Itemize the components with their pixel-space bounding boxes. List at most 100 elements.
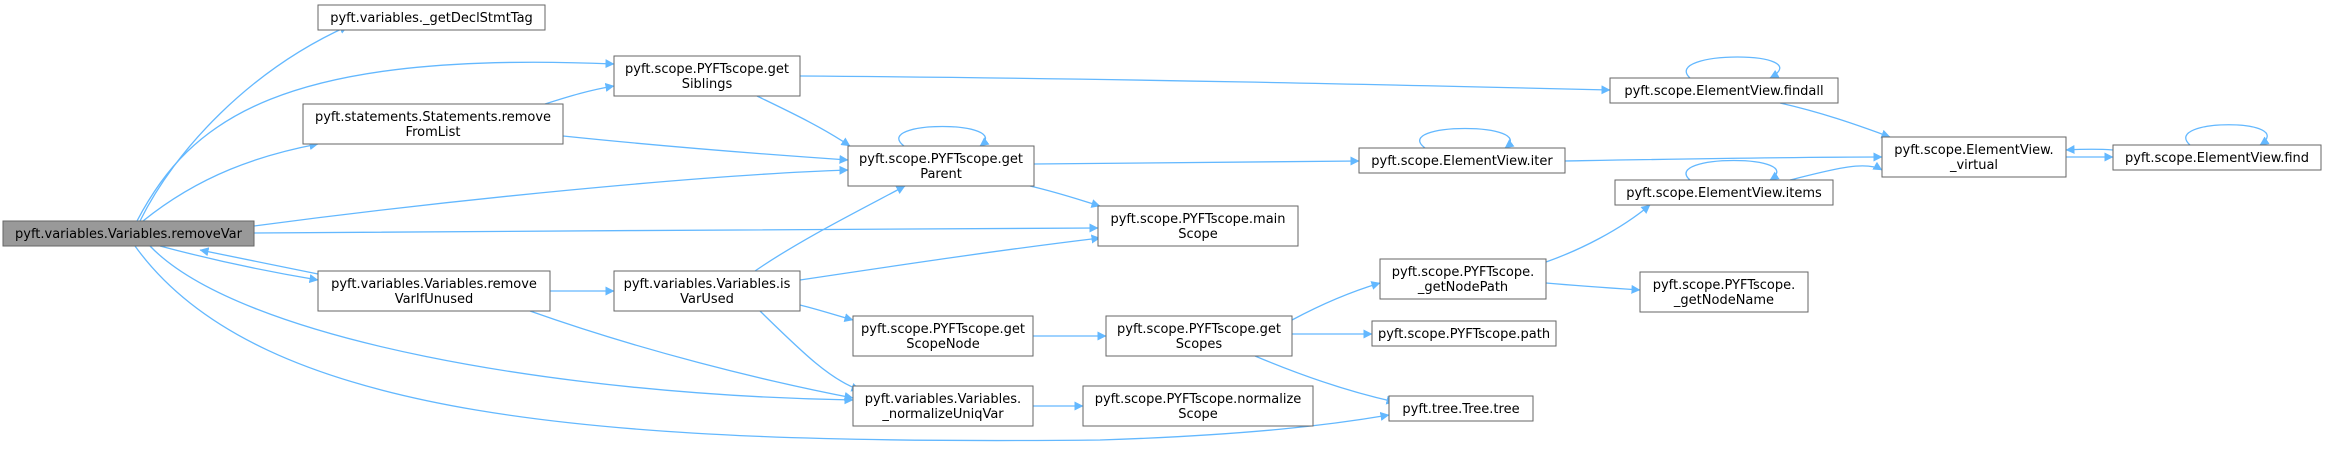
node-box [1609,77,1839,104]
node-label: Scopes [1176,337,1223,352]
edge-removeVar-to-treeTree [134,245,1390,442]
node-label: pyft.scope.PYFTscope.main [1110,212,1285,227]
node-removeVar[interactable]: pyft.variables.Variables.removeVar [2,220,255,247]
edge-removeVar-to-mainScope [253,223,1099,234]
node-label: pyft.scope.ElementView.find [2125,151,2309,166]
edge-isVarUsed-to-normalizeUniqVar [759,310,861,392]
edge-removeFromList-to-getSiblings [544,82,615,105]
edge-removeVar-to-getSiblings [136,59,615,222]
node-label: pyft.variables.Variables.removeVar [15,227,243,242]
node-findall[interactable]: pyft.scope.ElementView.findall [1609,77,1839,104]
node-getNodeName[interactable]: pyft.scope.PYFTscope._getNodeName [1639,271,1809,313]
node-box [1358,147,1566,174]
node-label: pyft.statements.Statements.remove [315,110,551,125]
edge-getScopes-to-getNodePath [1291,281,1381,321]
node-label: Scope [1178,227,1218,242]
node-items[interactable]: pyft.scope.ElementView.items [1614,179,1834,206]
node-box [302,103,564,145]
node-label: pyft.variables._getDeclStmtTag [330,11,533,26]
node-label: pyft.scope.ElementView.items [1626,186,1822,201]
node-label: _getNodeName [1673,293,1774,308]
node-treeTree[interactable]: pyft.tree.Tree.tree [1388,395,1534,422]
edge-isVarUsed-to-getParent [754,185,906,272]
node-getDeclStmtTag[interactable]: pyft.variables._getDeclStmtTag [317,4,546,31]
node-iter[interactable]: pyft.scope.ElementView.iter [1358,147,1566,174]
node-find[interactable]: pyft.scope.ElementView.find [2112,144,2322,171]
edge-items-to-items [1685,159,1780,181]
edge-findall-to-virtual [1779,102,1891,139]
edge-find-to-virtual [2065,145,2114,155]
node-label: FromList [406,125,461,140]
node-box [2,220,255,247]
edge-items-to-virtual [1789,161,1883,181]
node-box [1881,136,2067,178]
edge-find-to-find [2185,124,2270,146]
node-label: pyft.scope.ElementView. [1894,143,2053,158]
node-path[interactable]: pyft.scope.PYFTscope.path [1371,320,1557,347]
node-box [1105,315,1293,357]
node-box [2112,144,2322,171]
node-box [1388,395,1534,422]
node-label: pyft.tree.Tree.tree [1402,402,1519,417]
edge-removeVar-to-getDeclStmtTag [139,25,349,222]
node-box [1097,205,1299,247]
node-box [317,270,551,312]
edge-iter-to-iter [1419,127,1515,149]
edge-getSiblings-to-findall [799,75,1611,95]
node-label: pyft.variables.Variables.is [624,277,791,292]
node-label: pyft.scope.PYFTscope.path [1378,327,1550,342]
node-removeFromList[interactable]: pyft.statements.Statements.removeFromLis… [302,103,564,145]
edge-getParent-to-mainScope [1029,185,1101,208]
node-label: pyft.scope.PYFTscope. [1392,265,1535,280]
edge-getParent-to-iter [1033,156,1360,166]
node-label: _virtual [1949,158,1998,173]
edge-removeFromList-to-getParent [562,135,849,164]
edge-isVarUsed-to-mainScope [799,234,1101,281]
node-virtual[interactable]: pyft.scope.ElementView._virtual [1881,136,2067,178]
node-label: _getNodePath [1417,280,1508,295]
node-label: _normalizeUniqVar [881,407,1004,422]
edge-removeVar-to-removeFromList [142,141,319,222]
edge-removeVarIfUnused-to-removeVar [199,247,319,275]
edge-getNodePath-to-getNodeName [1545,282,1641,294]
node-normalizeUniqVar[interactable]: pyft.variables.Variables._normalizeUniqV… [852,385,1034,427]
node-label: pyft.scope.PYFTscope. [1653,278,1796,293]
node-getNodePath[interactable]: pyft.scope.PYFTscope._getNodePath [1379,258,1547,300]
node-label: pyft.scope.PYFTscope.normalize [1095,392,1302,407]
edge-getNodePath-to-items [1545,204,1651,263]
node-box [847,145,1035,187]
node-box [613,55,801,97]
edge-getScopes-to-treeTree [1254,355,1396,405]
node-box [613,270,801,312]
edge-removeVar-to-normalizeUniqVar [149,245,854,405]
node-label: pyft.scope.ElementView.findall [1624,84,1823,99]
nodes-layer: pyft.variables.Variables.removeVar pyft.v… [2,4,2322,427]
edge-iter-to-virtual [1564,152,1883,162]
edge-getSiblings-to-getParent [756,95,851,147]
node-label: pyft.scope.PYFTscope.get [861,322,1025,337]
node-label: pyft.variables.Variables.remove [331,277,537,292]
edge-removeVarIfUnused-to-normalizeUniqVar [529,310,854,401]
node-box [1082,385,1314,427]
node-box [852,385,1034,427]
edge-findall-to-findall [1685,56,1781,79]
node-label: pyft.scope.ElementView.iter [1371,154,1553,169]
node-box [1379,258,1547,300]
node-label: pyft.scope.PYFTscope.get [625,62,789,77]
node-label: pyft.scope.PYFTscope.get [859,152,1023,167]
node-box [1614,179,1834,206]
edge-isVarUsed-to-getScopeNode [799,304,854,323]
node-box [1639,271,1809,313]
node-label: ScopeNode [906,337,980,352]
node-box [1371,320,1557,347]
node-removeVarIfUnused[interactable]: pyft.variables.Variables.removeVarIfUnus… [317,270,551,312]
node-label: Scope [1178,407,1218,422]
